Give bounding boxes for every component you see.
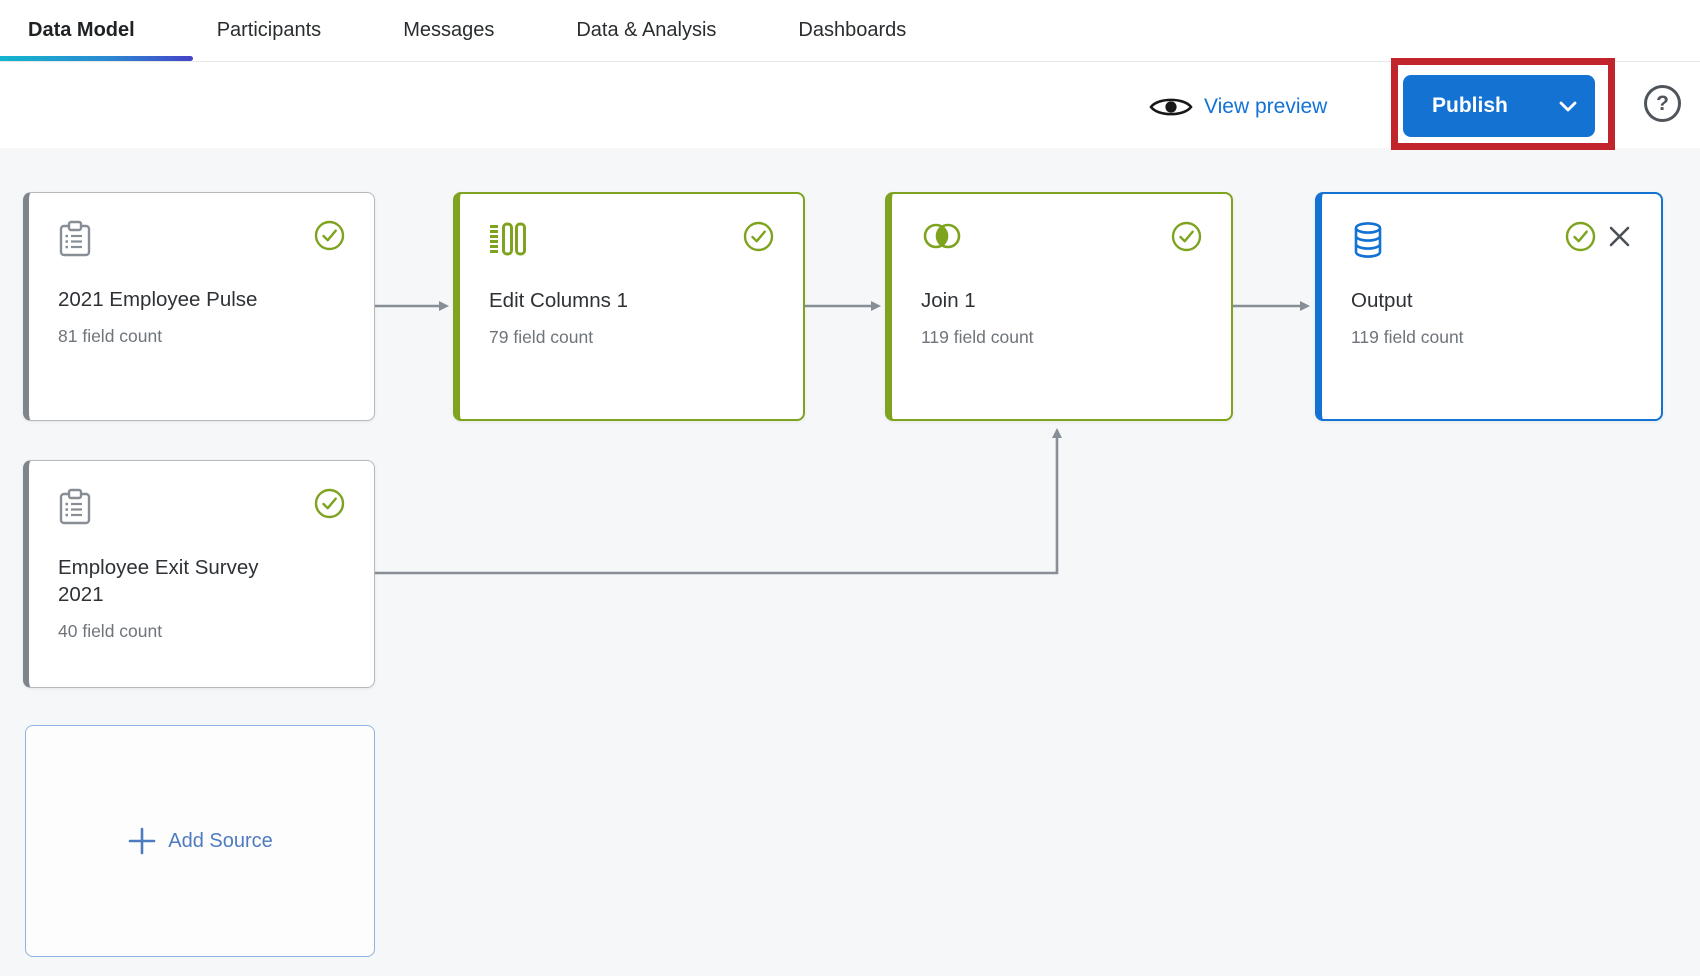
node-title: Edit Columns 1 <box>489 289 629 312</box>
node-card-edit-columns-1[interactable]: Edit Columns 1 79 field count <box>453 192 805 421</box>
tab-data-model[interactable]: Data Model <box>28 19 135 41</box>
tab-participants[interactable]: Participants <box>216 19 322 41</box>
status-valid-icon <box>314 488 345 519</box>
active-tab-underline <box>0 56 193 61</box>
help-label: ? <box>1656 91 1669 115</box>
annotation-highlight-box <box>1391 58 1615 150</box>
node-field-count: 79 field count <box>489 327 594 348</box>
tab-dashboards[interactable]: Dashboards <box>798 19 907 41</box>
publish-label: Publish <box>1432 94 1508 117</box>
tab-messages[interactable]: Messages <box>403 19 495 41</box>
tab-bar: Data Model Participants Messages Data & … <box>0 0 1700 62</box>
add-source-card[interactable]: Add Source <box>25 725 375 957</box>
edit-columns-icon <box>490 222 526 256</box>
join-icon <box>923 223 961 249</box>
node-card-employee-exit-survey-2021[interactable]: Employee Exit Survey 2021 40 field count <box>23 460 375 688</box>
node-title: 2021 Employee Pulse <box>58 288 258 311</box>
node-title: Employee Exit Survey 2021 <box>58 556 259 607</box>
node-field-count: 119 field count <box>1351 327 1464 348</box>
database-icon <box>1354 222 1382 258</box>
status-valid-icon <box>1171 221 1202 252</box>
eye-icon <box>1149 98 1193 116</box>
plus-icon <box>128 827 156 855</box>
node-title: Output <box>1351 289 1413 312</box>
node-title: Join 1 <box>921 289 976 312</box>
tab-data-and-analysis[interactable]: Data & Analysis <box>576 19 717 41</box>
node-field-count: 119 field count <box>921 327 1034 348</box>
connector-exitsurvey-to-join <box>375 428 1062 575</box>
remove-output-icon[interactable] <box>1607 224 1632 249</box>
add-source-label: Add Source <box>168 829 273 852</box>
clipboard-icon <box>59 488 91 525</box>
status-valid-icon <box>743 221 774 252</box>
status-valid-icon <box>1565 221 1596 252</box>
node-field-count: 40 field count <box>58 621 163 642</box>
help-button[interactable]: ? <box>1644 85 1681 122</box>
publish-button[interactable]: Publish <box>1403 75 1595 137</box>
clipboard-icon <box>59 220 91 257</box>
status-valid-icon <box>314 220 345 251</box>
node-card-output[interactable]: Output 119 field count <box>1315 192 1663 421</box>
node-field-count: 81 field count <box>58 326 163 347</box>
node-card-2021-employee-pulse[interactable]: 2021 Employee Pulse 81 field count <box>23 192 375 421</box>
node-card-join-1[interactable]: Join 1 119 field count <box>885 192 1233 421</box>
view-preview-label: View preview <box>1204 95 1328 118</box>
view-preview-button[interactable]: View preview <box>1148 90 1327 124</box>
chevron-down-icon <box>1559 101 1577 111</box>
